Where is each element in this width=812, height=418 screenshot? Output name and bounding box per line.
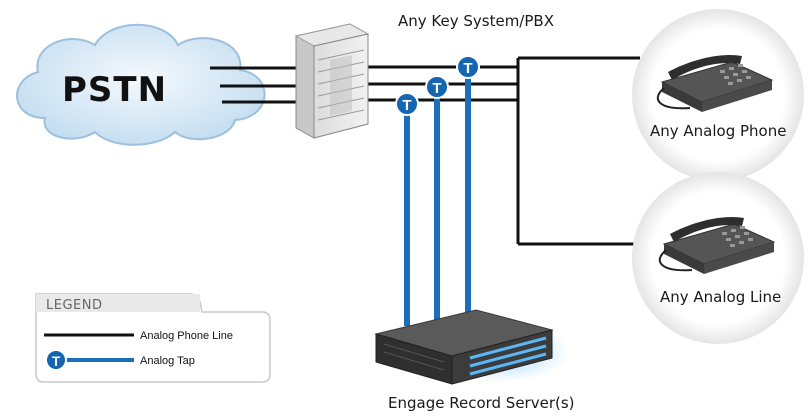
tap-badge: T — [456, 55, 480, 79]
svg-text:T: T — [52, 353, 61, 369]
svg-text:T: T — [432, 80, 441, 97]
pstn-cloud — [16, 23, 266, 146]
pstn-label: PSTN — [62, 70, 168, 110]
phone-icon — [658, 216, 776, 274]
pbx-cabinet — [294, 23, 370, 139]
station-lines — [366, 56, 640, 246]
legend-item-analog-tap: Analog Tap — [140, 355, 195, 367]
record-server — [374, 309, 570, 385]
tap-badge: T — [425, 75, 449, 99]
record-server-label: Engage Record Server(s) — [388, 394, 575, 412]
svg-text:T: T — [463, 60, 472, 77]
tap-badge-legend: T — [45, 349, 67, 371]
tap-badge: T — [395, 92, 419, 116]
analog-line-label: Any Analog Line — [660, 288, 782, 306]
analog-phone-label: Any Analog Phone — [650, 122, 787, 140]
pbx-label: Any Key System/PBX — [398, 12, 554, 30]
legend-item-phone-line: Analog Phone Line — [140, 330, 233, 342]
legend-box — [35, 293, 271, 383]
phone-icon — [656, 54, 774, 112]
pstn-trunk-lines — [210, 66, 296, 104]
analog-tap-lines — [404, 72, 471, 326]
legend-title: LEGEND — [46, 298, 103, 313]
svg-text:T: T — [402, 97, 411, 114]
